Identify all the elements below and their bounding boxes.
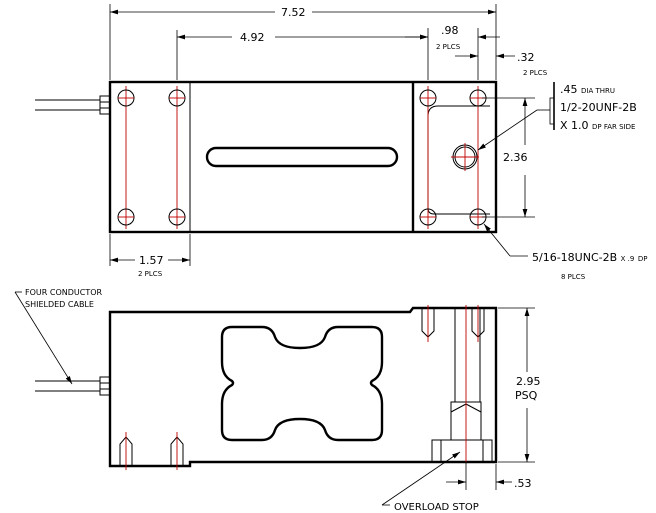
dogbone-cutout: [220, 325, 384, 442]
mounting-holes: [117, 86, 487, 229]
dim-left-block-note: 2 PLCS: [138, 270, 163, 278]
cable-top: [35, 95, 111, 115]
cable-label-line1: FOUR CONDUCTOR: [25, 288, 103, 297]
dim-edge-offset-note: 2 PLCS: [523, 69, 548, 77]
slot: [205, 146, 399, 168]
svg-text:1/2-20UNF-2B: 1/2-20UNF-2B: [560, 101, 637, 114]
dim-hole-row-spacing: 2.36: [503, 151, 528, 164]
dim-hole-span: 4.92: [240, 31, 265, 44]
side-view: 2.95 PSQ .53 FOUR CONDUCTOR SHIELDED CAB…: [14, 288, 541, 513]
dim-height-note: PSQ: [515, 389, 538, 402]
dim-hole-pitch: .98: [441, 24, 459, 37]
svg-text:5/16-18UNC-2B X .9 DP: 5/16-18UNC-2B X .9 DP: [532, 251, 647, 264]
svg-text:.45 DIA THRU: .45 DIA THRU: [560, 83, 615, 96]
body-outline-top: [108, 80, 498, 234]
callout-thru-hole: .45 DIA THRU 1/2-20UNF-2B X 1.0 DP FAR S…: [560, 83, 637, 132]
dim-edge-offset: .32: [517, 51, 535, 64]
svg-text:8 PLCS: 8 PLCS: [561, 273, 586, 281]
overload-stop-label: OVERLOAD STOP: [394, 502, 479, 513]
dim-overall-length: 7.52: [281, 6, 306, 19]
dim-stop-offset: .53: [514, 477, 532, 490]
dim-left-block: 1.57: [139, 254, 164, 267]
body-outline-side: [108, 306, 498, 468]
dim-hole-pitch-note: 2 PLCS: [436, 43, 461, 51]
dim-height: 2.95: [516, 375, 541, 388]
tapped-holes-side: [119, 308, 493, 466]
cable-side: [35, 376, 111, 396]
svg-text:X 1.0 DP FAR SIDE: X 1.0 DP FAR SIDE: [560, 119, 635, 132]
top-view: 7.52 4.92 .98 2 PLCS .32 2 PLCS 2.36 1.5…: [35, 4, 647, 281]
callout-tapped-holes: 5/16-18UNC-2B X .9 DP 8 PLCS: [532, 251, 647, 281]
cable-label-line2: SHIELDED CABLE: [25, 300, 94, 309]
flexure-profile: [427, 105, 490, 215]
